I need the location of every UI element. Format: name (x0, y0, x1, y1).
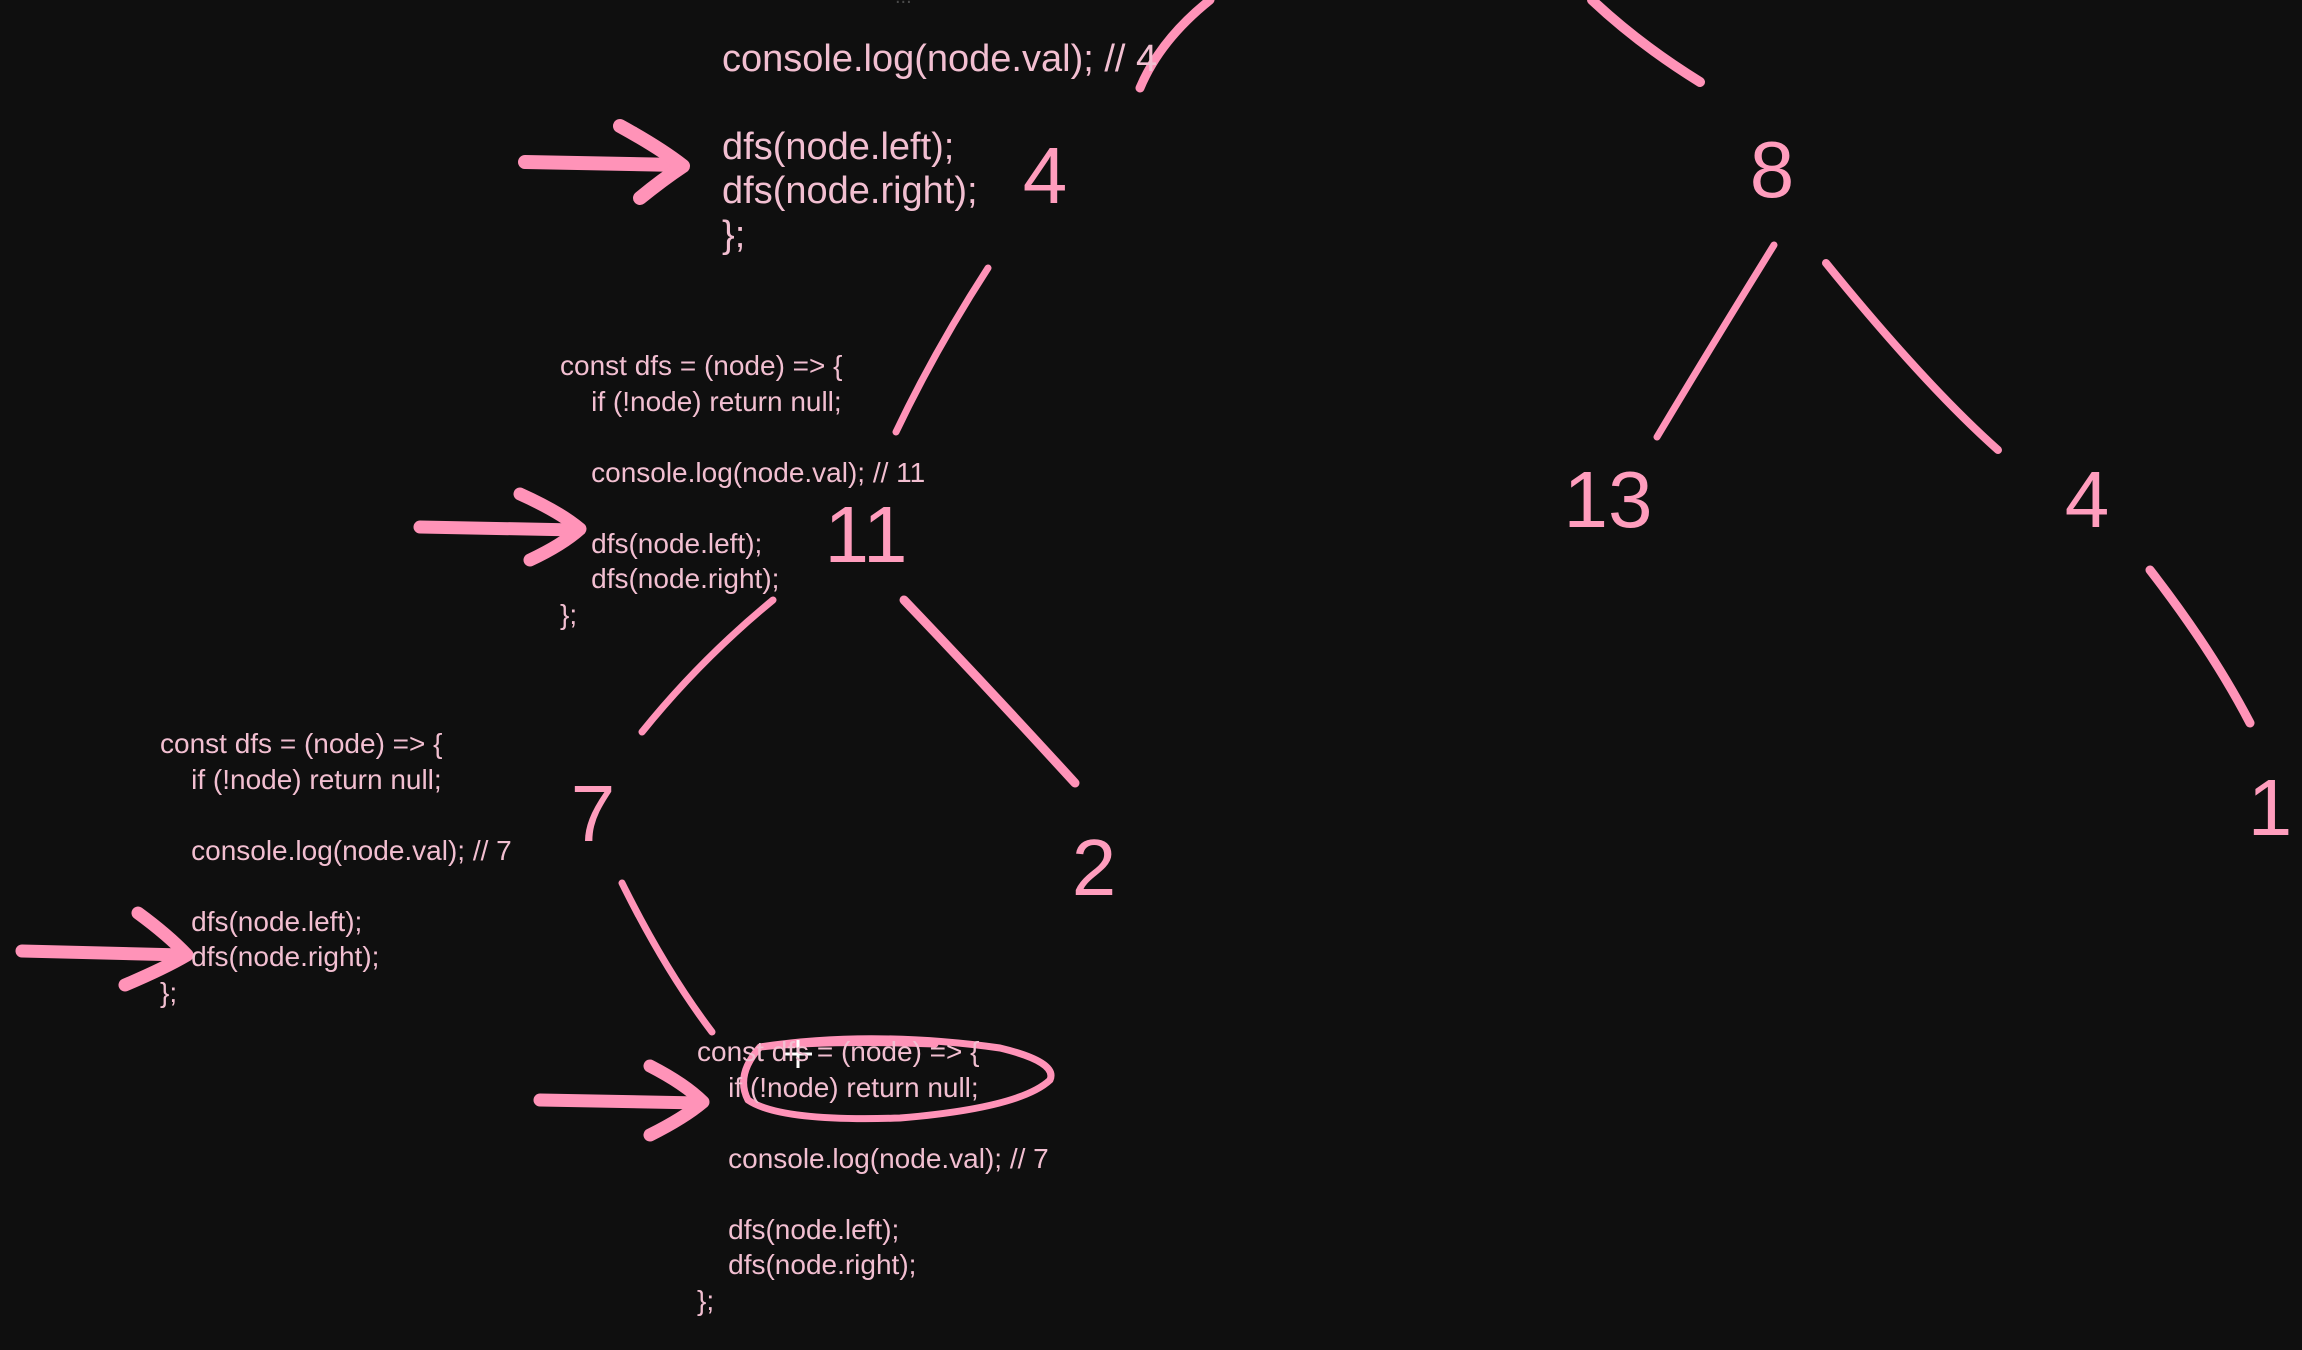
code-line: console.log(node.val); // 7 (697, 1142, 1049, 1174)
edge-11-to-7 (638, 596, 777, 736)
code-line: dfs(node.left); (160, 905, 363, 937)
code-line: if (!node) return null; (160, 763, 442, 795)
code-line: if (!node) return null; (697, 1071, 979, 1103)
code-line (160, 868, 512, 904)
code-line (160, 797, 512, 833)
code-line: if (!node) return null; (560, 385, 842, 417)
tree-node-8: 8 (1749, 125, 1795, 214)
code-line: dfs(node.left); (722, 126, 955, 168)
code-line: dfs(node.right); (722, 170, 978, 212)
tree-node-4-left: 4 (1022, 131, 1068, 220)
code-line: }; (560, 598, 578, 630)
arrow-to-block-null (533, 1059, 710, 1142)
code-line: dfs(node.left); (697, 1213, 900, 1245)
code-line: }; (697, 1284, 715, 1316)
code-line: const dfs = (node) => { (697, 1036, 980, 1067)
tree-node-11: 11 (824, 490, 908, 579)
top-faint-caption: ... (895, 0, 912, 9)
edge-8-to-4 (1822, 259, 2002, 454)
edge-4-to-1 (2145, 565, 2255, 728)
code-line: }; (722, 214, 746, 256)
arrow-to-block-7 (15, 906, 194, 992)
tree-node-4-right: 4 (2064, 455, 2110, 544)
code-line (697, 1176, 1049, 1212)
tree-node-2: 2 (1071, 823, 1117, 912)
code-line: const dfs = (node) => { (560, 350, 843, 381)
edge-root-to-8 (1587, 0, 1705, 87)
code-line: dfs(node.left); (560, 527, 763, 559)
code-line: const dfs = (node) => { (160, 728, 443, 759)
edge-root-to-4 (1135, 0, 1215, 93)
edge-7-to-null (618, 879, 716, 1036)
edge-8-to-13 (1653, 241, 1778, 441)
code-block-node-7: const dfs = (node) => { if (!node) retur… (160, 726, 512, 1010)
tree-node-7: 7 (570, 769, 616, 858)
tree-node-1: 1 (2247, 763, 2293, 852)
code-line: console.log(node.val); // 11 (560, 456, 926, 488)
code-block-node-11: const dfs = (node) => { if (!node) retur… (560, 348, 925, 632)
code-block-null-call: const dfs = (node) => { if (!node) retur… (697, 1034, 1049, 1318)
code-line (697, 1105, 1049, 1141)
code-line: console.log(node.val); // 4 (722, 38, 1158, 80)
edge-4-to-11 (892, 264, 992, 436)
code-line: }; (160, 976, 178, 1008)
highlight-circle (740, 1035, 1055, 1123)
code-line: dfs(node.right); (560, 563, 780, 594)
arrow-to-block-11 (413, 487, 587, 567)
code-line (560, 419, 925, 455)
cursor-crosshair-icon (784, 1040, 812, 1068)
tree-node-13: 13 (1563, 455, 1653, 544)
code-line: dfs(node.right); (697, 1249, 917, 1280)
code-line: console.log(node.val); // 7 (160, 834, 512, 866)
code-line (722, 81, 1157, 125)
code-block-node-4: console.log(node.val); // 4 dfs(node.lef… (722, 37, 1157, 257)
edge-11-to-2 (899, 595, 1080, 788)
arrow-to-block-4 (518, 119, 690, 205)
code-line: dfs(node.right); (160, 941, 380, 972)
